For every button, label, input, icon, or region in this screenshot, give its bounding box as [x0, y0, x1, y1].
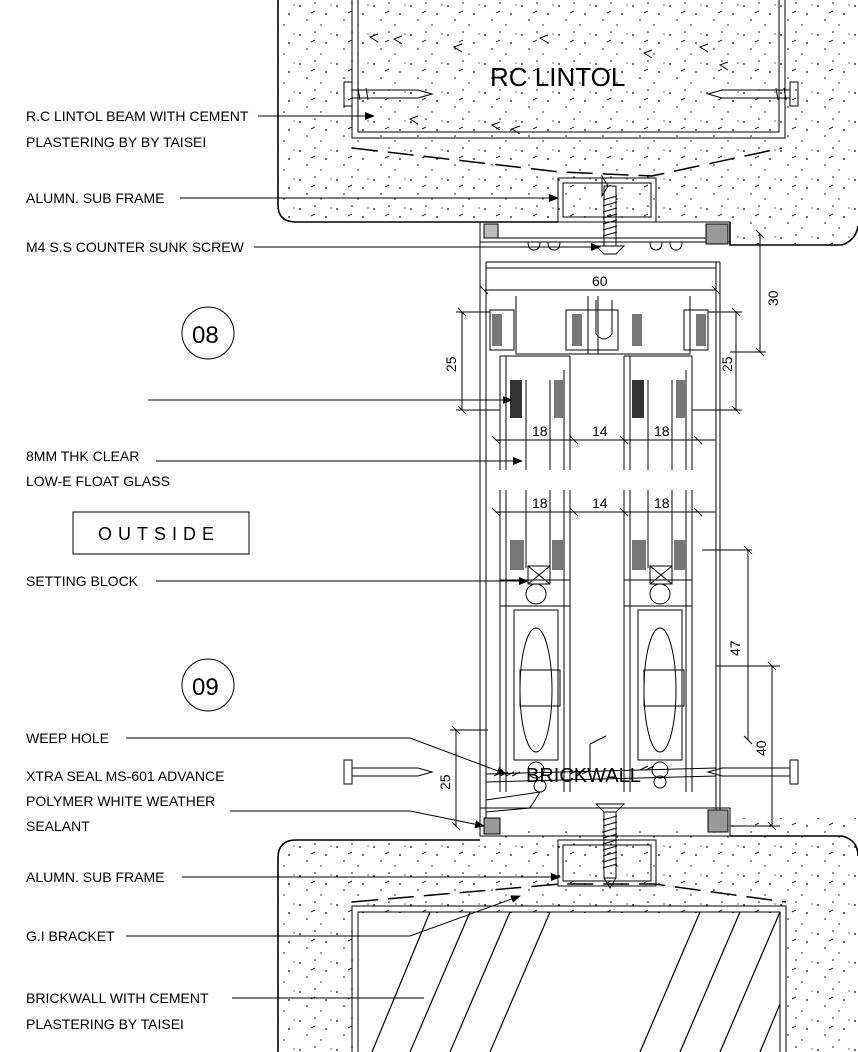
outside-label-box: OUTSIDE [72, 511, 250, 555]
sash-left [499, 355, 571, 792]
glazing-gaskets [510, 380, 686, 570]
callout-glass-line1: 8MM THK CLEAR [26, 448, 139, 464]
bottom-track [485, 735, 717, 813]
callout-sealant-line1: XTRA SEAL MS-601 ADVANCE [26, 768, 224, 784]
dim-40: 40 [753, 740, 769, 756]
top-seals [492, 314, 706, 346]
dim-60: 60 [592, 273, 608, 289]
dim-47: 47 [727, 640, 743, 656]
dim-18-a: 18 [532, 423, 548, 439]
callout-setting-block: SETTING BLOCK [26, 573, 139, 589]
screw-top [594, 174, 626, 255]
anchor-bolt-top-left [343, 81, 434, 107]
tag-09: 09 [181, 658, 235, 712]
dim-25-left-top: 25 [443, 356, 459, 372]
callout-bracket: G.I BRACKET [26, 928, 115, 944]
anchor-bolt-bottom-right [706, 759, 799, 785]
dimension-lines [450, 229, 780, 831]
callout-sealant-line2: POLYMER WHITE WEATHER [26, 793, 215, 809]
callout-glass-line2: LOW-E FLOAT GLASS [26, 473, 170, 489]
dim-14-a: 14 [592, 423, 608, 439]
rc-lintol-concrete: RC LINTOL [277, 0, 858, 246]
svg-text:08: 08 [192, 322, 219, 349]
callout-rc-beam-line2: PLASTERING BY BY TAISEI [26, 134, 206, 150]
rc-lintol-label: RC LINTOL [490, 62, 625, 92]
callout-brick-line2: PLASTERING BY TAISEI [26, 1016, 184, 1032]
tag-08: 08 [181, 306, 235, 360]
callout-sub-frame-bottom: ALUMN. SUB FRAME [26, 869, 164, 885]
anchor-bolt-top-right [706, 81, 799, 107]
callout-weep-hole: WEEP HOLE [26, 730, 109, 746]
callout-rc-beam-line1: R.C LINTOL BEAM WITH CEMENT [26, 108, 249, 124]
brickwall-concrete: BRICKWALL [277, 759, 858, 1052]
svg-text:09: 09 [192, 674, 219, 701]
glass-panes [525, 380, 673, 568]
svg-text:OUTSIDE: OUTSIDE [98, 524, 220, 544]
callout-sealant-line3: SEALANT [26, 818, 90, 834]
setting-blocks [527, 565, 673, 585]
dim-18-b: 18 [654, 423, 670, 439]
callout-leaders [126, 112, 601, 999]
top-guide-rails [489, 296, 709, 355]
dim-30: 30 [765, 290, 781, 306]
dimension-texts: 60 30 25 25 18 14 18 18 14 18 47 40 25 [437, 273, 781, 790]
dim-18-d: 18 [654, 495, 670, 511]
callout-screw: M4 S.S COUNTER SUNK SCREW [26, 239, 245, 255]
callout-sub-frame-top: ALUMN. SUB FRAME [26, 190, 164, 206]
sash-right [623, 355, 693, 792]
anchor-bolt-bottom-left [343, 759, 434, 785]
dim-18-c: 18 [532, 495, 548, 511]
dim-25-left-bottom: 25 [437, 774, 453, 790]
dim-25-right-top: 25 [719, 356, 735, 372]
dim-14-b: 14 [592, 495, 608, 511]
callout-brick-line1: BRICKWALL WITH CEMENT [26, 990, 209, 1006]
callout-texts: R.C LINTOL BEAM WITH CEMENT PLASTERING B… [26, 108, 249, 1032]
sub-frame-bottom [557, 839, 657, 887]
